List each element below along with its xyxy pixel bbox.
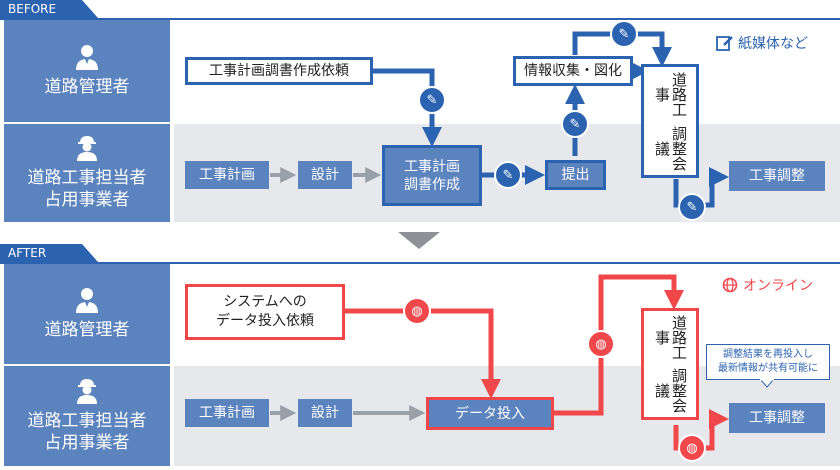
lane-contractor-label-1: 道路工事担当者 bbox=[27, 168, 147, 188]
callout-pointer bbox=[760, 379, 774, 388]
after-divider bbox=[0, 262, 840, 264]
globe-network-icon: ◍ bbox=[403, 297, 431, 325]
before-box-collect: 情報収集・図化 bbox=[513, 56, 633, 86]
after-box-adjust: 工事調整 bbox=[729, 403, 825, 433]
person-icon bbox=[76, 45, 98, 70]
lane-contractor-label-2: 占用事業者 bbox=[44, 433, 130, 453]
person-icon bbox=[76, 288, 98, 313]
worker-helmet-icon bbox=[77, 136, 97, 161]
before-legend: 紙媒体など bbox=[716, 33, 808, 53]
meeting-line-1: 道路工事 bbox=[653, 71, 688, 117]
before-legend-label: 紙媒体など bbox=[738, 36, 808, 52]
pen-paper-icon: ✎ bbox=[610, 20, 638, 48]
after-tab-label: AFTER bbox=[8, 246, 47, 260]
meeting-line-2: 調整会議 bbox=[653, 125, 688, 171]
before-divider bbox=[0, 18, 840, 20]
before-box-adjust: 工事調整 bbox=[729, 161, 825, 191]
down-transition-arrow bbox=[398, 232, 440, 249]
before-box-doc: 工事計画調書作成 bbox=[382, 145, 482, 206]
before-box-meeting: 道路工事調整会議 bbox=[641, 64, 699, 178]
after-box-input: データ投入 bbox=[426, 397, 554, 430]
lane-admin-label: 道路管理者 bbox=[44, 320, 130, 340]
after-lane-contractor: 道路工事担当者 占用事業者 bbox=[4, 366, 170, 466]
pen-paper-icon: ✎ bbox=[678, 193, 706, 221]
after-box-design: 設計 bbox=[298, 399, 352, 427]
after-legend-label: オンライン bbox=[743, 278, 813, 294]
callout-line-2: 最新情報が共有可能に bbox=[718, 363, 818, 374]
lane-admin-label: 道路管理者 bbox=[44, 77, 130, 97]
doc-line-1: 工事計画 bbox=[404, 158, 460, 175]
globe-network-icon bbox=[722, 277, 738, 293]
after-callout: 調整結果を再投入し最新情報が共有可能に bbox=[706, 344, 830, 380]
lane-contractor-label-2: 占用事業者 bbox=[44, 190, 130, 210]
meeting-line-1: 道路工事 bbox=[653, 315, 688, 360]
pen-paper-icon: ✎ bbox=[561, 110, 589, 138]
pen-paper-icon bbox=[716, 36, 733, 51]
callout-line-1: 調整結果を再投入し bbox=[723, 349, 813, 360]
after-lane-admin: 道路管理者 bbox=[4, 264, 170, 364]
globe-network-icon: ◍ bbox=[587, 330, 615, 358]
worker-helmet-icon bbox=[77, 379, 97, 404]
before-box-design: 設計 bbox=[298, 161, 352, 189]
meeting-line-2: 調整会議 bbox=[653, 368, 688, 413]
pen-paper-icon: ✎ bbox=[418, 86, 446, 114]
doc-line-2: 調書作成 bbox=[404, 176, 460, 193]
after-tab-shape bbox=[0, 244, 98, 262]
after-box-plan: 工事計画 bbox=[185, 399, 269, 427]
before-tab-label: BEFORE bbox=[8, 2, 57, 16]
lane-contractor-label-1: 道路工事担当者 bbox=[27, 411, 147, 431]
before-lane-admin: 道路管理者 bbox=[4, 20, 170, 122]
before-box-request: 工事計画調書作成依頼 bbox=[185, 57, 373, 85]
before-box-plan: 工事計画 bbox=[185, 161, 269, 189]
before-tab-shape bbox=[0, 0, 98, 18]
before-box-submit: 提出 bbox=[545, 160, 606, 190]
after-box-request: システムへのデータ投入依頼 bbox=[185, 284, 345, 340]
pen-paper-icon: ✎ bbox=[494, 161, 522, 189]
globe-network-icon: ◍ bbox=[678, 434, 706, 462]
request-line-1: システムへの bbox=[223, 294, 307, 310]
request-line-2: データ投入依頼 bbox=[216, 313, 314, 329]
after-legend: オンライン bbox=[722, 275, 813, 295]
after-box-meeting: 道路工事調整会議 bbox=[641, 308, 699, 420]
before-lane-contractor: 道路工事担当者 占用事業者 bbox=[4, 124, 170, 222]
